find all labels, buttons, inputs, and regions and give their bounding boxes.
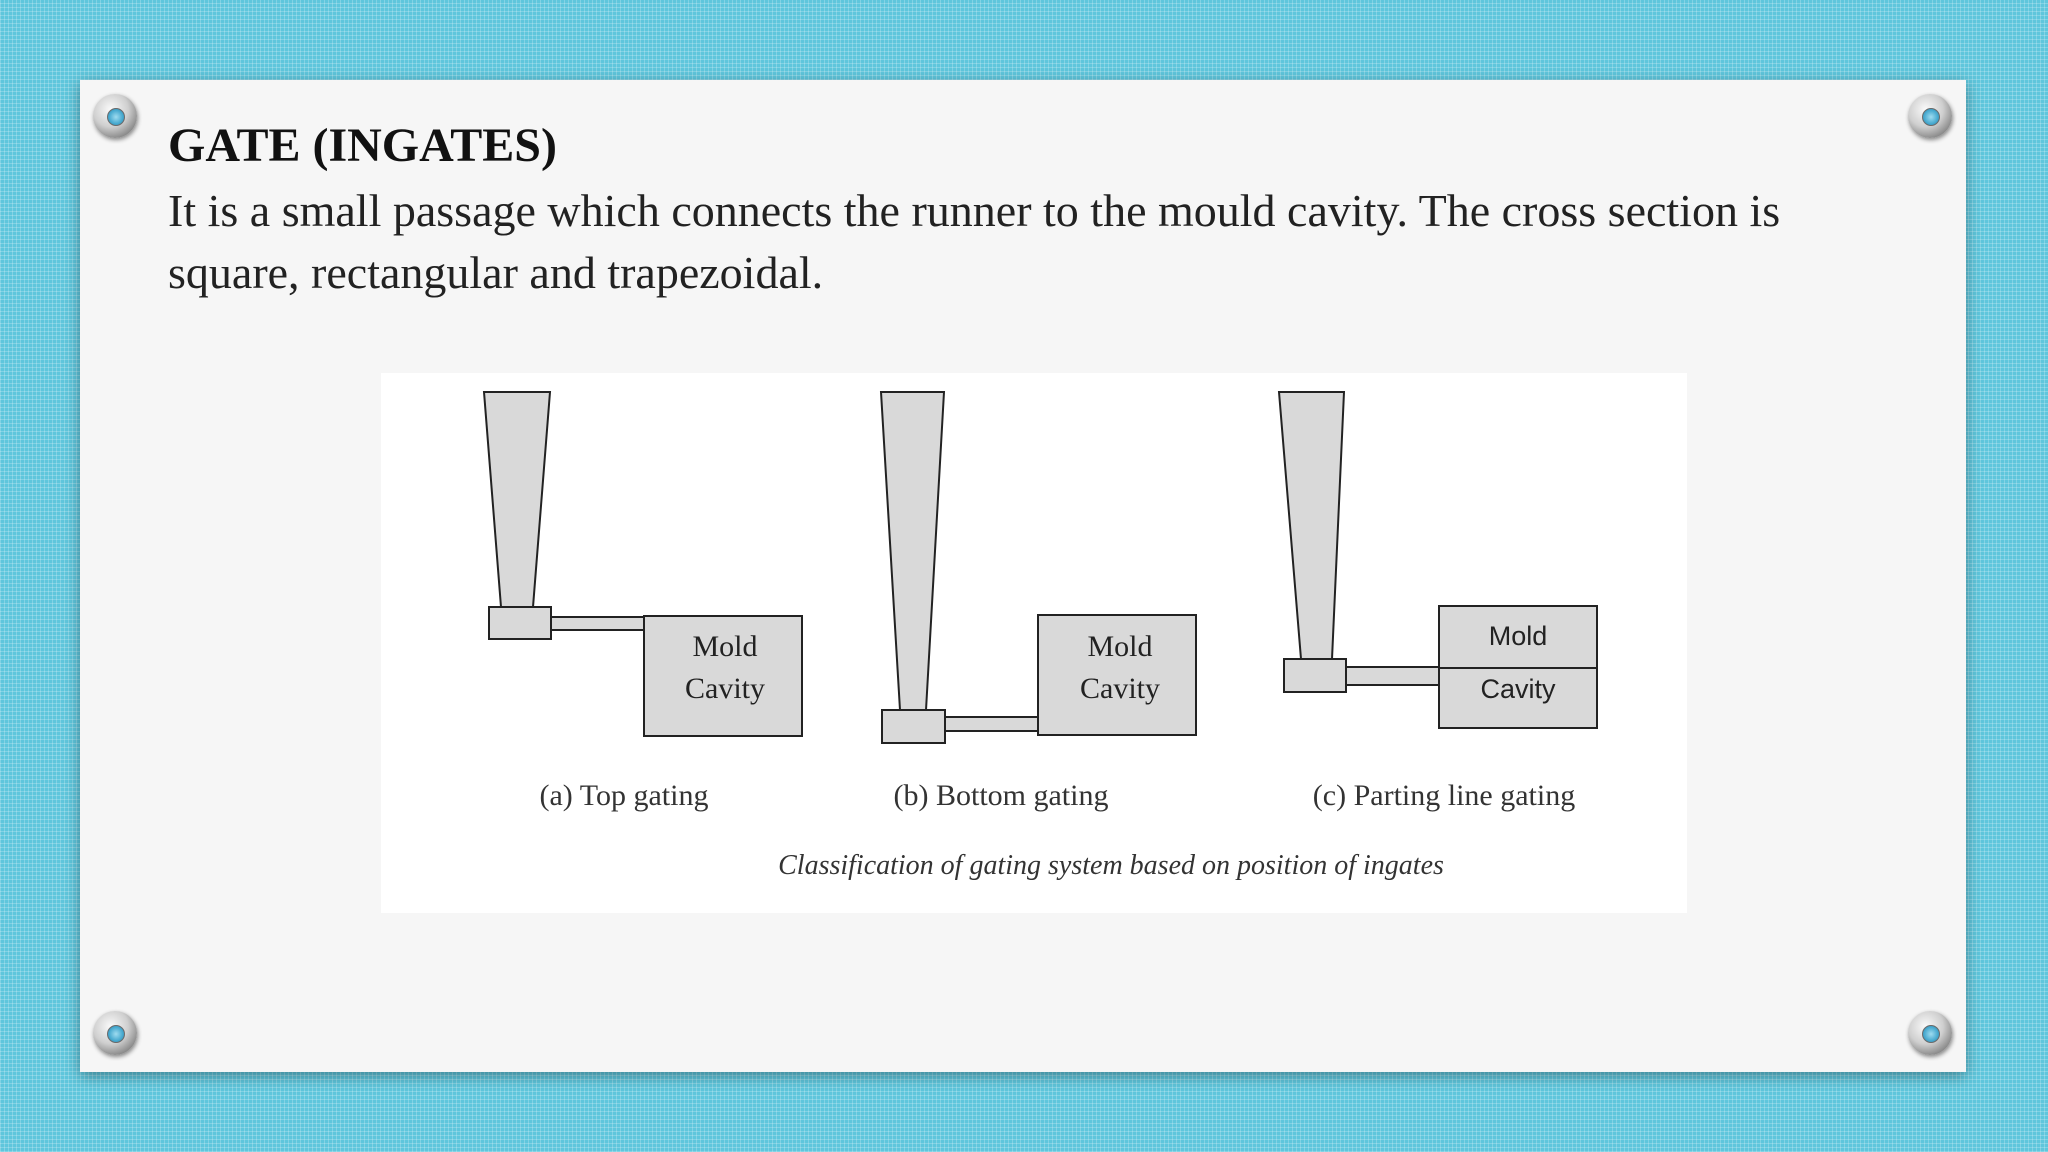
sprue-a [482,391,552,608]
mold-cavity-c-top [1438,605,1598,669]
gating-diagram-svg: Mold Cavity Mold Cavity Mold Cavity (a) … [482,391,1598,881]
caption-bottom-gating: (b) Bottom gating [894,779,1109,812]
pushpin-icon [93,94,137,138]
caption-top-gating: (a) Top gating [540,779,709,812]
figure-caption: Classification of gating system based on… [778,850,1444,881]
sprue-b [879,391,946,711]
cavity-label-b-line2: Cavity [1080,672,1160,705]
cavity-label-a-line2: Cavity [685,672,765,705]
runner-b [944,716,1040,732]
pushpin-icon [1908,1011,1952,1055]
sprue-well-a [488,606,552,640]
slide-title: GATE (INGATES) [168,119,557,172]
gating-diagram: Mold Cavity Mold Cavity Mold Cavity (a) … [381,373,1687,913]
sprue-well-b [881,709,946,744]
cavity-label-c-line1: Mold [1489,621,1548,651]
slide-body-text: It is a small passage which connects the… [168,185,1781,298]
cavity-label-b-line1: Mold [1087,630,1152,663]
mold-cavity-a [643,615,803,737]
sprue-well-c [1283,658,1347,693]
caption-parting-line-gating: (c) Parting line gating [1313,779,1575,812]
mold-cavity-c-bottom [1438,667,1598,729]
cavity-label-a-line1: Mold [692,630,757,663]
cavity-label-c-line2: Cavity [1480,674,1556,704]
pushpin-icon [1908,94,1952,138]
pushpin-icon [93,1011,137,1055]
sprue-c [1277,391,1346,660]
runner-a [550,616,646,631]
runner-c [1345,666,1441,686]
mold-cavity-b [1037,614,1197,736]
